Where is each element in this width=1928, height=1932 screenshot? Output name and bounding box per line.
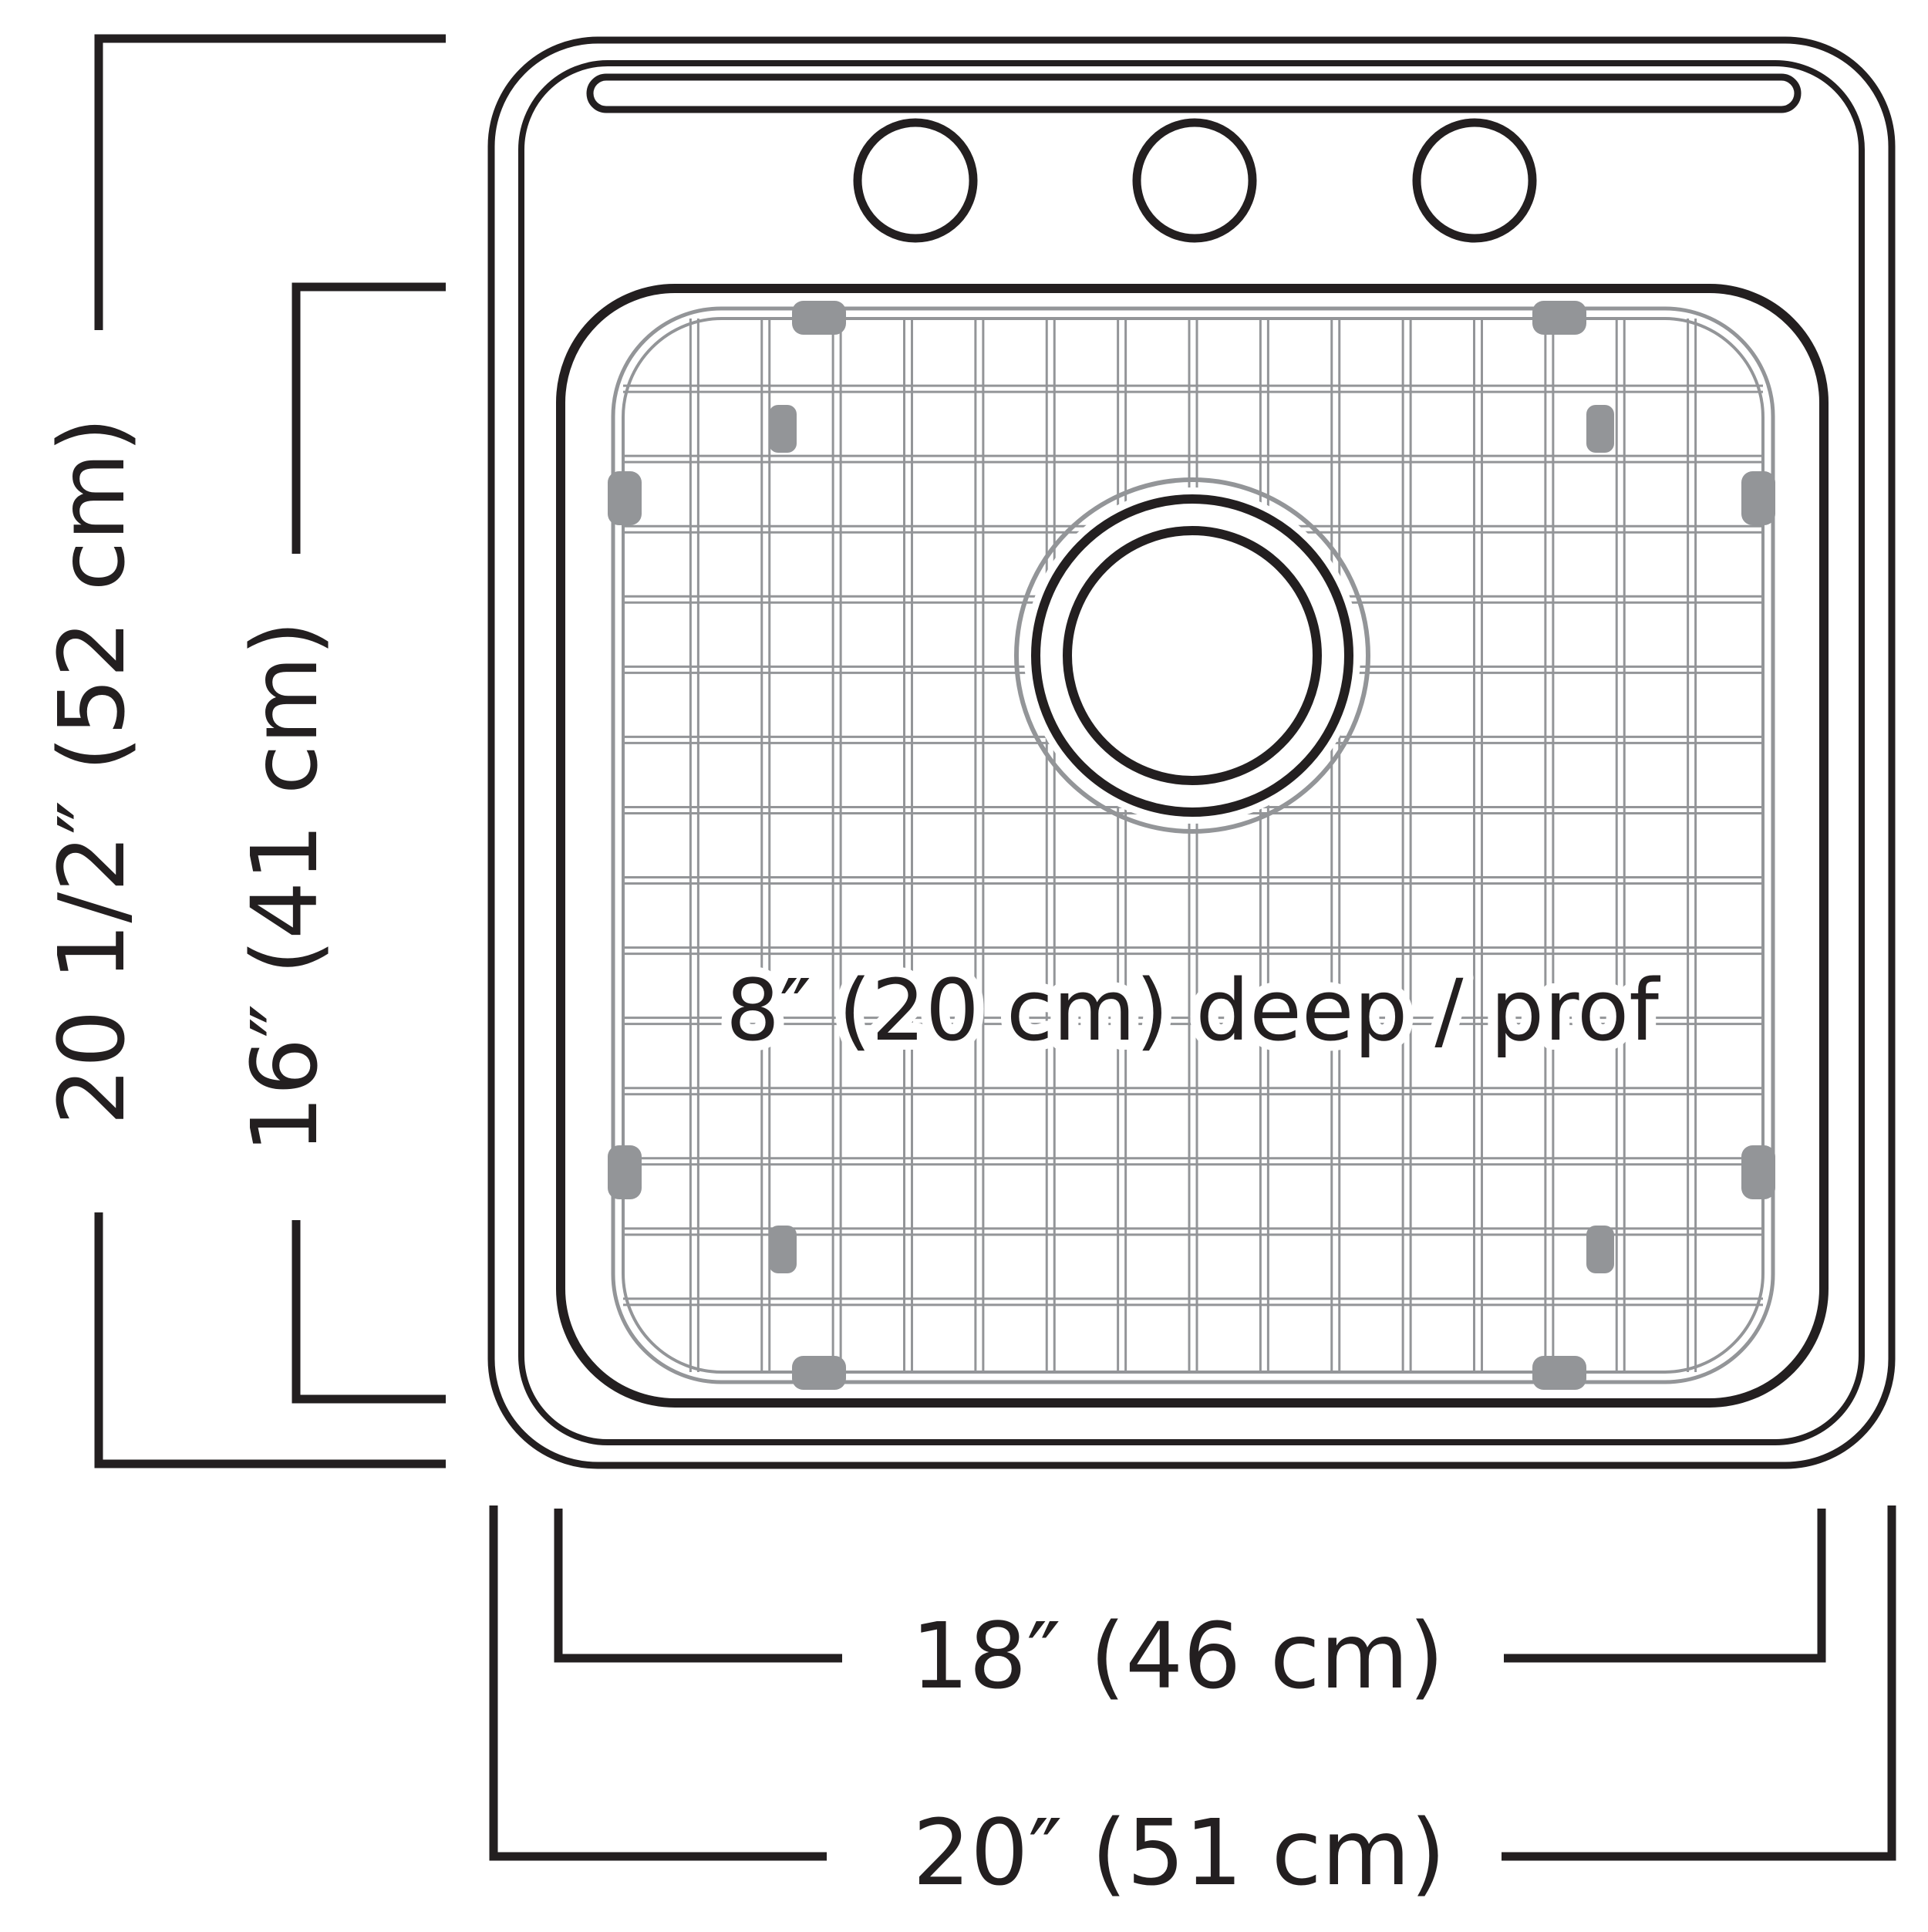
outer-width-bracket-right [1502,1505,1896,1861]
drain-guard-ring [1014,477,1370,834]
grid-frame-inner [622,317,1765,1374]
depth-label: 8″ (20 cm) deep / prof [726,961,1660,1060]
faucet-hole-right [1412,118,1537,243]
faucet-hole-center [1132,118,1257,243]
outer-height-bracket-bottom [94,1212,446,1468]
inner-width-dimension: 18″ (46 cm) [554,1509,1826,1709]
grid-foot [1741,471,1775,525]
outer-height-bracket-top [94,34,446,330]
sink-body [487,36,1896,1469]
drain-inner-ring [1063,526,1322,785]
grid-foot [1532,301,1586,335]
drain-outer-ring [1031,494,1353,817]
inner-height-bracket-bottom [292,1220,446,1404]
outer-width-bracket-left [489,1505,827,1861]
grid-wires [623,319,1763,1372]
sink-bottom-grid [608,301,1775,1390]
inner-width-label: 18″ (46 cm) [911,1603,1444,1709]
grid-foot [1586,405,1614,453]
sink-basin [556,284,1829,1408]
grid-feet [608,301,1775,1390]
sink-back-ledge [586,73,1802,113]
grid-foot [1532,1356,1586,1390]
outer-height-label: 20 1/2″ (52 cm) [39,417,145,1126]
faucet-holes [853,118,1537,243]
grid-foot [608,471,642,525]
grid-foot [769,405,797,453]
outer-height-dimension: 20 1/2″ (52 cm) [39,34,446,1468]
grid-foot [1586,1226,1614,1273]
sink-deck [518,60,1865,1445]
grid-foot [792,301,846,335]
inner-height-bracket-top [292,282,446,554]
grid-foot [792,1356,846,1390]
faucet-hole-left [853,118,978,243]
drain-clearing [1024,487,1360,824]
grid-foot [608,1145,642,1199]
inner-width-bracket-left [554,1509,842,1663]
grid-frame-outer [611,306,1775,1384]
grid-foot [769,1226,797,1273]
drain [1024,487,1360,824]
inner-height-label: 16″ (41 cm) [231,620,338,1153]
grid-foot [1741,1145,1775,1199]
inner-width-bracket-right [1504,1509,1826,1663]
outer-width-dimension: 20″ (51 cm) [489,1505,1896,1906]
inner-height-dimension: 16″ (41 cm) [231,282,446,1404]
sink-outer-rim [487,36,1896,1469]
outer-width-label: 20″ (51 cm) [912,1799,1445,1906]
